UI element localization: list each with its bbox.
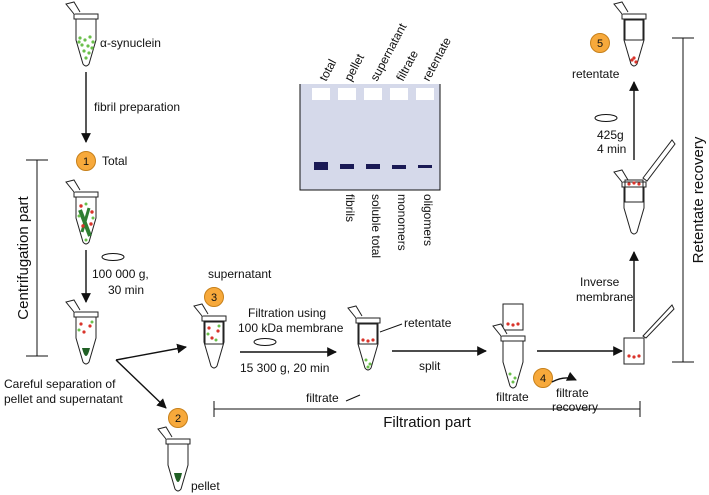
rotation-icon-2 bbox=[253, 338, 277, 346]
band-label-fibrils: fibrils bbox=[343, 194, 357, 222]
careful-separation-line2: pellet and supernatant bbox=[4, 392, 123, 406]
total-label: Total bbox=[102, 154, 127, 168]
arrow-to-pellet bbox=[115, 359, 167, 409]
filtrate-mid-label: filtrate bbox=[306, 391, 339, 405]
spin-speed-label: 425g bbox=[597, 128, 624, 142]
tube-supernatant-filter bbox=[193, 303, 227, 369]
retentate-top-label: retentate bbox=[572, 67, 620, 81]
centrifugation-part-label: Centrifugation part bbox=[15, 195, 32, 319]
fibril-preparation-label: fibril preparation bbox=[94, 100, 180, 114]
alpha-synuclein-label: α-synuclein bbox=[100, 36, 161, 50]
filtrate-right-label: filtrate bbox=[496, 390, 529, 404]
gel-lane-retentate: retentate bbox=[419, 35, 454, 84]
tube-inverted-filter bbox=[613, 169, 647, 235]
tube-total bbox=[65, 179, 99, 245]
tube-retentate bbox=[613, 1, 647, 67]
rotation-icon bbox=[101, 253, 125, 261]
svg-text:4: 4 bbox=[540, 373, 546, 385]
band-label-monomers: monomers bbox=[395, 194, 409, 251]
membrane-label: 100 kDa membrane bbox=[238, 321, 344, 335]
retentate-mid-label: retentate bbox=[404, 316, 452, 330]
retentate-recovery-label: Retentate recovery bbox=[690, 136, 707, 263]
pipette-tip-icon-2 bbox=[642, 139, 676, 182]
tube-filtered bbox=[347, 305, 381, 371]
filtrate-recovery-line2: recovery bbox=[552, 400, 598, 414]
filter-insert bbox=[502, 303, 524, 331]
band-label-soluble-total: soluble total bbox=[369, 194, 383, 258]
centrifugation-bracket bbox=[26, 159, 48, 357]
svg-text:5: 5 bbox=[597, 38, 603, 50]
svg-text:1: 1 bbox=[83, 156, 89, 168]
centrifuge-time-label: 30 min bbox=[108, 283, 144, 297]
step-badge-5: 5 bbox=[590, 33, 610, 53]
arrow-to-supernatant bbox=[115, 343, 187, 361]
tube-filtrate bbox=[492, 323, 526, 389]
tube-alpha-synuclein bbox=[65, 1, 99, 67]
arrow-filtrate-recovery bbox=[551, 371, 577, 383]
gel-panel bbox=[299, 84, 441, 191]
filtration-speed-label: 15 300 g, 20 min bbox=[240, 361, 329, 375]
gel-band-filtrate bbox=[392, 165, 406, 169]
gel-band-total bbox=[314, 162, 328, 170]
svg-text:3: 3 bbox=[211, 292, 217, 304]
supernatant-label: supernatant bbox=[208, 267, 272, 281]
tube-pellet bbox=[157, 426, 191, 492]
inverse-line2: membrane bbox=[576, 290, 634, 304]
filtration-bracket bbox=[213, 401, 641, 417]
rotation-icon-3 bbox=[594, 114, 618, 122]
gel-band-pellet bbox=[340, 164, 354, 169]
gel-lane-total: total bbox=[316, 57, 339, 84]
filtration-part-label: Filtration part bbox=[383, 414, 471, 431]
centrifuge-speed-label: 100 000 g, bbox=[92, 267, 149, 281]
filter-insert-inverse bbox=[623, 337, 645, 365]
retentate-recovery-bracket bbox=[672, 37, 694, 363]
pellet-label: pellet bbox=[191, 479, 220, 493]
split-label: split bbox=[419, 359, 441, 373]
filtration-using-label: Filtration using bbox=[248, 306, 326, 320]
gel-band-retentate bbox=[418, 165, 432, 168]
tube-centrifuged bbox=[65, 299, 99, 365]
pipette-tip-icon bbox=[642, 304, 675, 339]
step-badge-3: 3 bbox=[204, 287, 224, 307]
step-badge-2: 2 bbox=[168, 408, 188, 428]
filtrate-recovery-line1: filtrate bbox=[556, 386, 589, 400]
band-label-oligomers: oligomers bbox=[421, 194, 435, 246]
careful-separation-line1: Careful separation of bbox=[4, 377, 116, 391]
svg-text:2: 2 bbox=[175, 413, 181, 425]
spin-time-label: 4 min bbox=[597, 142, 626, 156]
gel-band-supernatant bbox=[366, 164, 380, 169]
step-badge-1: 1 bbox=[76, 151, 96, 171]
inverse-line1: Inverse bbox=[580, 275, 620, 289]
gel-lane-filtrate: filtrate bbox=[393, 48, 421, 84]
gel-lane-pellet: pellet bbox=[341, 51, 367, 83]
step-badge-4: 4 bbox=[533, 368, 553, 388]
